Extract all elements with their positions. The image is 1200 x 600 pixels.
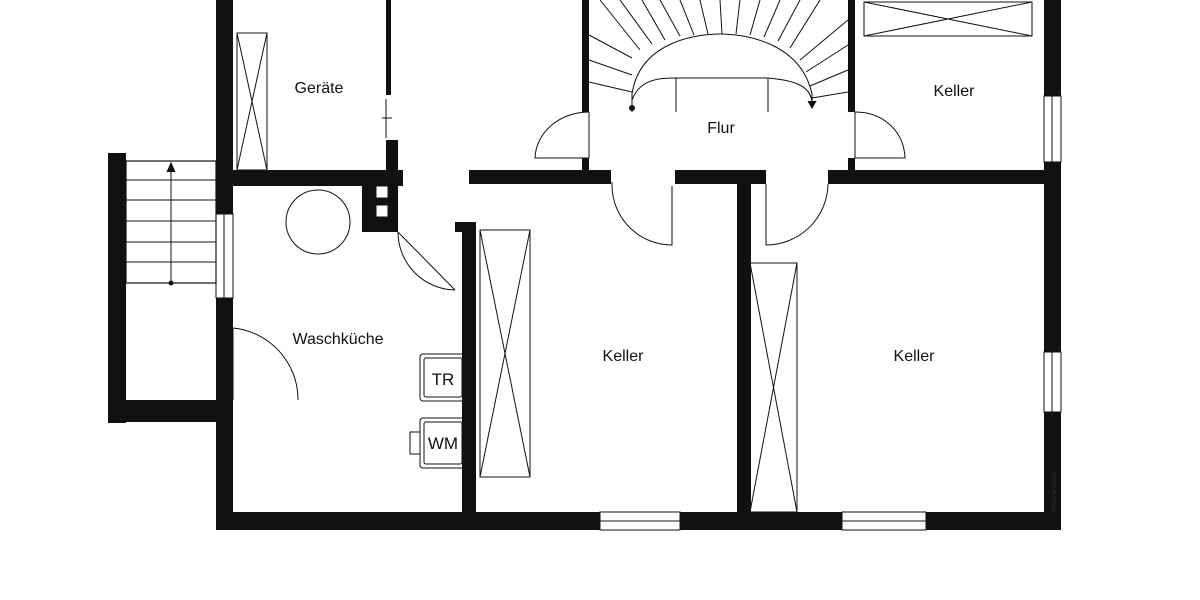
doors xyxy=(232,99,829,401)
internal-stairs xyxy=(534,0,906,159)
shafts xyxy=(375,185,389,218)
room-label-geraete: Geräte xyxy=(295,80,344,97)
room-label-flur: Flur xyxy=(707,120,735,137)
shelves xyxy=(236,1,1033,513)
boiler-circle xyxy=(285,189,351,255)
dryer-label: TR xyxy=(432,370,455,389)
walls xyxy=(108,0,1061,530)
room-label-keller-center: Keller xyxy=(603,348,645,365)
room-label-keller-top-right: Keller xyxy=(934,83,976,100)
windows xyxy=(215,95,1062,531)
washing-machine-label: WM xyxy=(428,434,458,453)
room-label-waschkueche: Waschküche xyxy=(293,331,384,348)
dryer-tr: TR xyxy=(419,353,467,402)
washing-machine-wm: WM xyxy=(409,417,467,469)
room-label-keller-right: Keller xyxy=(894,348,936,365)
watermark: McGrundriss xyxy=(1051,472,1058,512)
external-stairs xyxy=(125,160,217,286)
